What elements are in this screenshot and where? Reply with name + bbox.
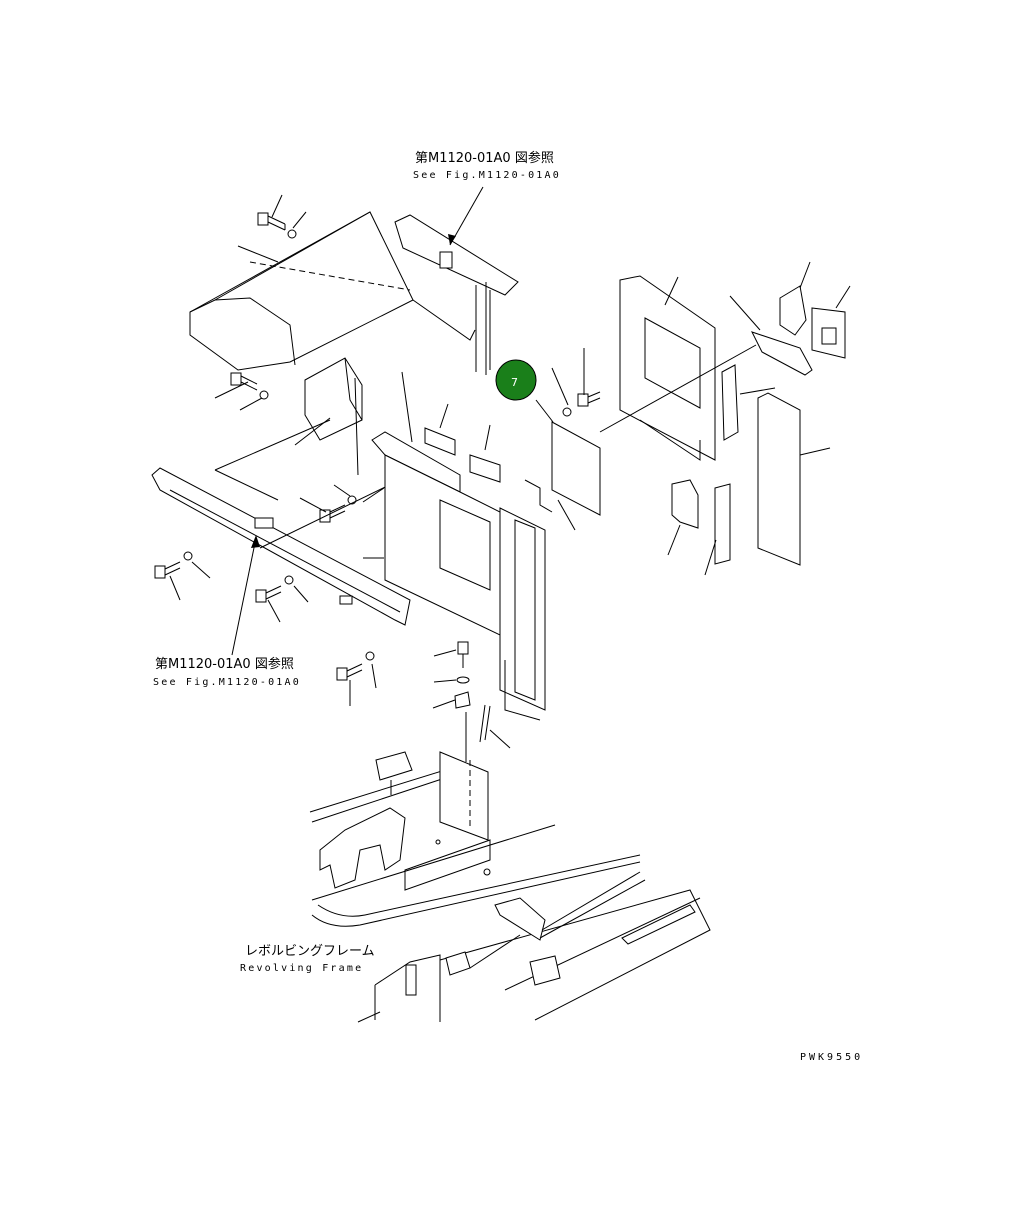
access-cover: [524, 348, 601, 531]
reference-label-top-en: See Fig.M1120-01A0: [413, 170, 561, 181]
top-bracket: [394, 186, 519, 375]
window-frame: [619, 275, 716, 461]
side-panels: [499, 507, 546, 721]
revolving-frame: [309, 751, 641, 927]
reference-label-left-en: See Fig.M1120-01A0: [153, 677, 301, 688]
lower-fasteners: [432, 641, 511, 762]
left-bolts: [154, 372, 377, 706]
insulation-parts: [599, 261, 851, 576]
callout-7[interactable]: 7: [495, 359, 537, 401]
floor-plate: [357, 871, 711, 1023]
bolt-top-left: [237, 194, 307, 263]
drawing-code: PWK9550: [800, 1052, 863, 1063]
top-cover-plate: [189, 211, 476, 371]
reference-label-left-jp: 第M1120-01A0 図参照: [155, 656, 294, 672]
mount-bracket: [214, 357, 363, 501]
frame-beam: [151, 467, 421, 626]
main-panel: [362, 371, 501, 636]
callout-7-marker[interactable]: [495, 359, 537, 401]
callout-7-number: 7: [511, 376, 518, 389]
frame-label-jp: レボルビングフレーム: [245, 944, 375, 959]
reference-label-top-jp: 第M1120-01A0 図参照: [415, 150, 554, 166]
frame-label-en: Revolving Frame: [240, 963, 363, 974]
